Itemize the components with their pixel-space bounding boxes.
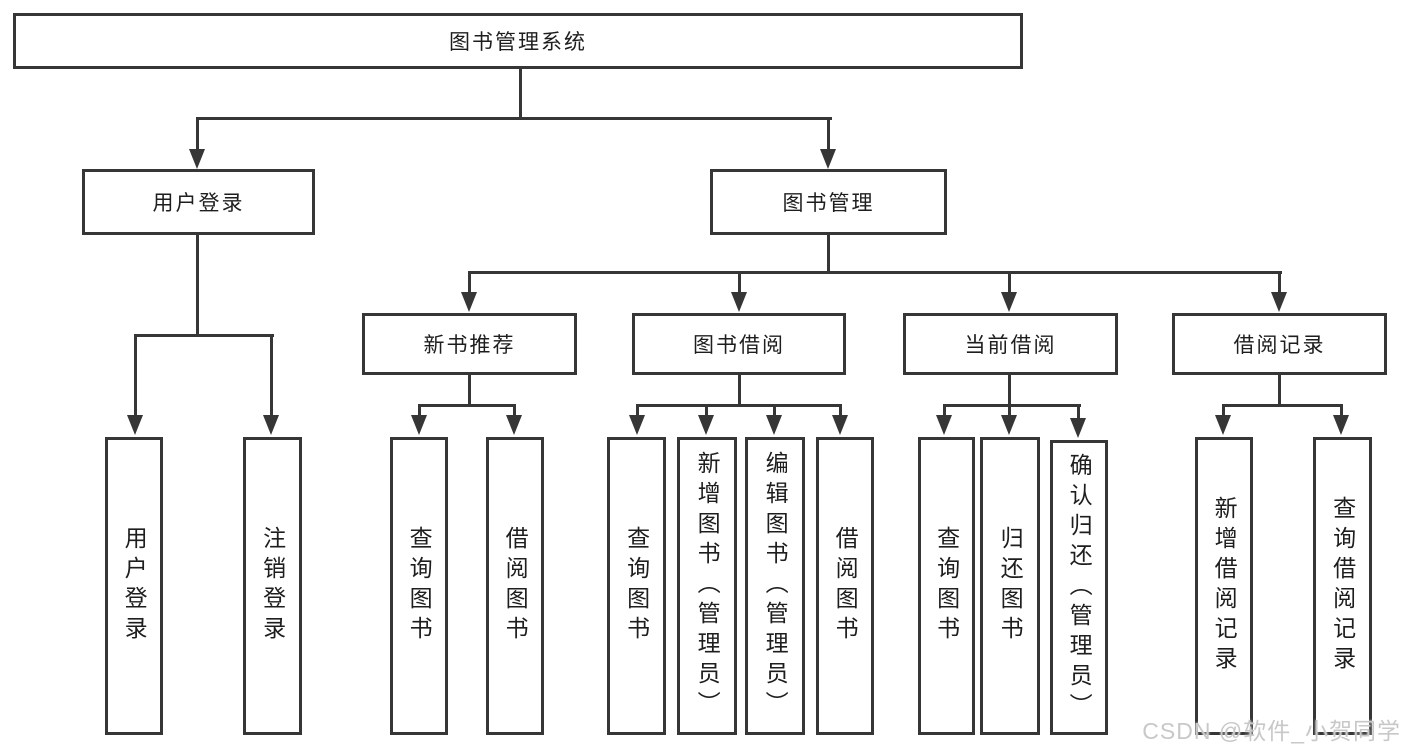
connector-line bbox=[468, 271, 471, 295]
connector-line bbox=[705, 404, 708, 417]
connector-line bbox=[827, 117, 830, 152]
leaf-borrow-books-label: 借阅图书 bbox=[502, 526, 529, 646]
connector-line bbox=[1222, 404, 1225, 417]
leaf-query-books-label: 查询图书 bbox=[406, 526, 433, 646]
node-new-book-recommend: 新书推荐 bbox=[362, 313, 577, 375]
node-user-login: 用户登录 bbox=[82, 169, 315, 235]
leaf-query-books: 查询图书 bbox=[390, 437, 448, 735]
arrow-down-icon bbox=[1271, 292, 1287, 312]
arrow-down-icon bbox=[411, 415, 427, 435]
leaf-query-books: 查询图书 bbox=[607, 437, 666, 735]
connector-line bbox=[636, 404, 842, 407]
connector-line bbox=[1008, 271, 1011, 295]
arrow-down-icon bbox=[1001, 415, 1017, 435]
connector-line bbox=[270, 334, 273, 417]
leaf-query-borrow-record: 查询借阅记录 bbox=[1313, 437, 1372, 735]
connector-line bbox=[738, 271, 741, 295]
arrow-down-icon bbox=[1001, 292, 1017, 312]
connector-line bbox=[468, 375, 471, 407]
node-borrow-records: 借阅记录 bbox=[1172, 313, 1387, 375]
leaf-logout: 注销登录 bbox=[243, 437, 302, 735]
node-book-borrow: 图书借阅 bbox=[632, 313, 846, 375]
node-book-management: 图书管理 bbox=[710, 169, 947, 235]
leaf-borrow-books: 借阅图书 bbox=[816, 437, 874, 735]
leaf-add-book-admin-label: 新增图书（管理员） bbox=[694, 451, 721, 721]
connector-line bbox=[1077, 404, 1080, 420]
connector-line bbox=[1008, 404, 1011, 417]
leaf-add-borrow-record-label: 新增借阅记录 bbox=[1211, 496, 1238, 676]
connector-line bbox=[468, 271, 1282, 274]
leaf-query-borrow-record-label: 查询借阅记录 bbox=[1329, 496, 1356, 676]
leaf-borrow-books-label: 借阅图书 bbox=[832, 526, 859, 646]
arrow-down-icon bbox=[698, 415, 714, 435]
leaf-query-books: 查询图书 bbox=[918, 437, 975, 735]
connector-line bbox=[1008, 375, 1011, 407]
node-borrow-records-label: 借阅记录 bbox=[1233, 334, 1326, 357]
arrow-down-icon bbox=[1215, 415, 1231, 435]
arrow-down-icon bbox=[766, 415, 782, 435]
connector-line bbox=[418, 404, 516, 407]
connector-line bbox=[827, 235, 830, 274]
arrow-down-icon bbox=[731, 292, 747, 312]
arrow-down-icon bbox=[936, 415, 952, 435]
arrow-down-icon bbox=[820, 149, 836, 169]
leaf-add-book-admin: 新增图书（管理员） bbox=[677, 437, 737, 735]
connector-line bbox=[839, 404, 842, 417]
node-book-management-label: 图书管理 bbox=[782, 192, 875, 215]
node-current-borrow: 当前借阅 bbox=[903, 313, 1118, 375]
connector-line bbox=[513, 404, 516, 417]
connector-line bbox=[1278, 375, 1281, 407]
arrow-down-icon bbox=[629, 415, 645, 435]
arrow-down-icon bbox=[263, 415, 279, 435]
leaf-return-books: 归还图书 bbox=[980, 437, 1040, 735]
node-library-system-label: 图书管理系统 bbox=[449, 31, 587, 54]
leaf-query-books-label: 查询图书 bbox=[933, 526, 960, 646]
watermark: CSDN @软件_小贺同学 bbox=[1142, 718, 1401, 744]
leaf-user-login-label: 用户登录 bbox=[121, 526, 148, 646]
leaf-user-login: 用户登录 bbox=[105, 437, 163, 735]
leaf-query-books-label: 查询图书 bbox=[623, 526, 650, 646]
arrow-down-icon bbox=[506, 415, 522, 435]
connector-line bbox=[1340, 404, 1343, 417]
connector-line bbox=[1278, 271, 1281, 295]
node-book-borrow-label: 图书借阅 bbox=[693, 334, 785, 357]
connector-line bbox=[636, 404, 639, 417]
arrow-down-icon bbox=[189, 149, 205, 169]
leaf-confirm-return-admin-label: 确认归还（管理员） bbox=[1066, 452, 1093, 723]
connector-line bbox=[418, 404, 421, 417]
leaf-add-borrow-record: 新增借阅记录 bbox=[1195, 437, 1253, 735]
arrow-down-icon bbox=[832, 415, 848, 435]
connector-line bbox=[519, 69, 522, 120]
leaf-logout-label: 注销登录 bbox=[259, 526, 286, 646]
arrow-down-icon bbox=[127, 415, 143, 435]
node-new-book-recommend-label: 新书推荐 bbox=[423, 334, 516, 357]
connector-line bbox=[943, 404, 946, 417]
node-user-login-label: 用户登录 bbox=[152, 192, 245, 215]
connector-line bbox=[738, 375, 741, 407]
arrow-down-icon bbox=[1333, 415, 1349, 435]
node-library-system: 图书管理系统 bbox=[13, 13, 1023, 69]
connector-line bbox=[196, 117, 832, 120]
arrow-down-icon bbox=[1070, 418, 1086, 438]
connector-line bbox=[943, 404, 1081, 407]
connector-line bbox=[196, 235, 199, 337]
leaf-edit-book-admin-label: 编辑图书（管理员） bbox=[762, 451, 789, 721]
connector-line bbox=[134, 334, 137, 417]
connector-line bbox=[196, 117, 199, 152]
connector-line bbox=[134, 334, 274, 337]
arrow-down-icon bbox=[461, 292, 477, 312]
leaf-return-books-label: 归还图书 bbox=[997, 526, 1024, 646]
node-current-borrow-label: 当前借阅 bbox=[964, 334, 1057, 357]
connector-line bbox=[1222, 404, 1343, 407]
leaf-borrow-books: 借阅图书 bbox=[486, 437, 544, 735]
leaf-edit-book-admin: 编辑图书（管理员） bbox=[745, 437, 805, 735]
leaf-confirm-return-admin: 确认归还（管理员） bbox=[1050, 440, 1108, 735]
connector-line bbox=[773, 404, 776, 417]
